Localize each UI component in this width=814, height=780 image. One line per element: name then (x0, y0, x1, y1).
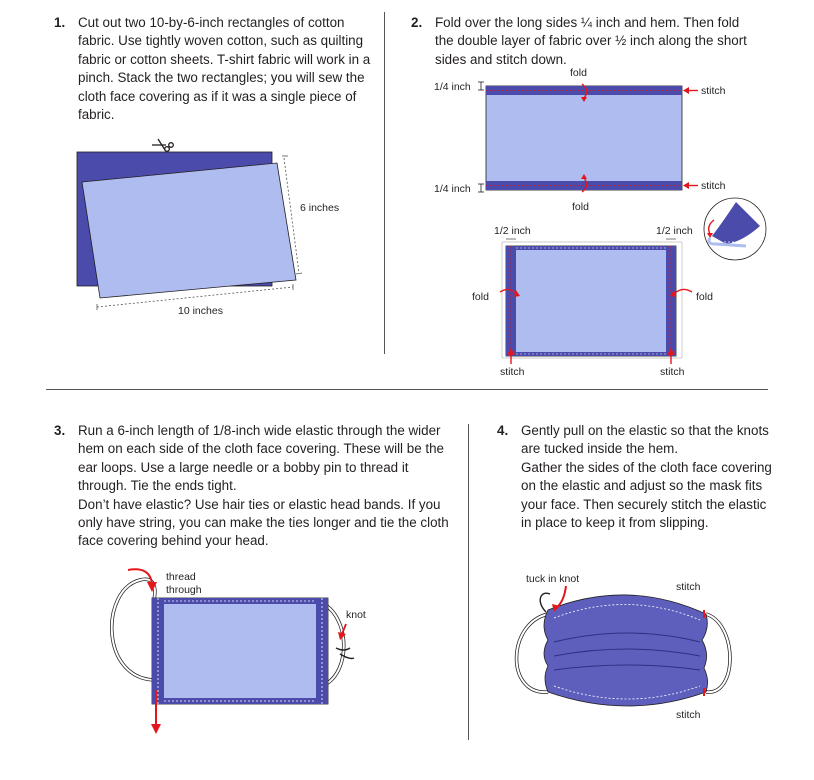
label-stitch-bottom: stitch (701, 180, 726, 192)
scissors-icon (152, 138, 174, 152)
front-fabric-rect (81, 162, 297, 299)
divider-top (384, 12, 385, 354)
height-dimension-line (283, 157, 300, 274)
step-1-illustration: 6 inches 10 inches (76, 138, 339, 317)
mask-body (543, 594, 708, 707)
step-2-text: Fold over the long sides ¼ inch and hem.… (435, 15, 747, 67)
label-quarter-top: 1/4 inch (434, 81, 471, 93)
label-knot: knot (346, 609, 366, 621)
step-4-illustration: tuck in knot stitch stitch (514, 573, 732, 721)
step-3-illustration: thread through knot (110, 568, 366, 734)
label-half-left: 1/2 inch (494, 225, 531, 237)
step-3-paragraph-2: Don’t have elastic? Use hair ties or ela… (78, 496, 449, 549)
step-4-text: Gently pull on the elastic so that the k… (521, 422, 773, 532)
step-1-text: Cut out two 10-by-6-inch rectangles of c… (78, 15, 371, 123)
step-2-number: 2. (411, 15, 423, 30)
step-2-illustration-bottom: 1/2 inch 1/2 inch fold fold stitch stitc… (472, 225, 713, 378)
label-fold-top: fold (570, 67, 587, 79)
label-through: through (166, 584, 202, 596)
label-thread: thread (166, 571, 196, 583)
label-stitch-right: stitch (660, 366, 685, 378)
step-4-number: 4. (497, 423, 509, 438)
divider-horizontal (46, 389, 768, 390)
label-10-inches: 10 inches (178, 305, 223, 317)
step-4-paragraph-2: Gather the sides of the cloth face cover… (521, 459, 772, 531)
label-fold-left: fold (472, 291, 489, 303)
fold-detail-icon (703, 197, 767, 261)
step-3-paragraph-1: Run a 6-inch length of 1/8-inch wide ela… (78, 423, 444, 494)
step-4-paragraph-1: Gently pull on the elastic so that the k… (521, 423, 769, 457)
width-dimension-line (96, 286, 294, 308)
label-fold-right: fold (696, 291, 713, 303)
label-stitch-top: stitch (701, 85, 726, 97)
label-stitch-bottom: stitch (676, 709, 701, 721)
knot-icon (335, 647, 355, 660)
label-stitch-left: stitch (500, 366, 525, 378)
label-tuck-in-knot: tuck in knot (526, 573, 579, 585)
step-2-illustration-top: 1/4 inch 1/4 inch fold fold stitch stitc… (434, 67, 726, 213)
label-quarter-bottom: 1/4 inch (434, 183, 471, 195)
step-3-number: 3. (54, 423, 66, 438)
step-3-text: Run a 6-inch length of 1/8-inch wide ela… (78, 422, 450, 551)
step-1-number: 1. (54, 15, 66, 30)
label-stitch-top: stitch (676, 581, 701, 593)
divider-bottom (468, 424, 469, 740)
label-fold-bottom: fold (572, 201, 589, 213)
label-6-inches: 6 inches (300, 202, 339, 214)
label-half-right: 1/2 inch (656, 225, 693, 237)
